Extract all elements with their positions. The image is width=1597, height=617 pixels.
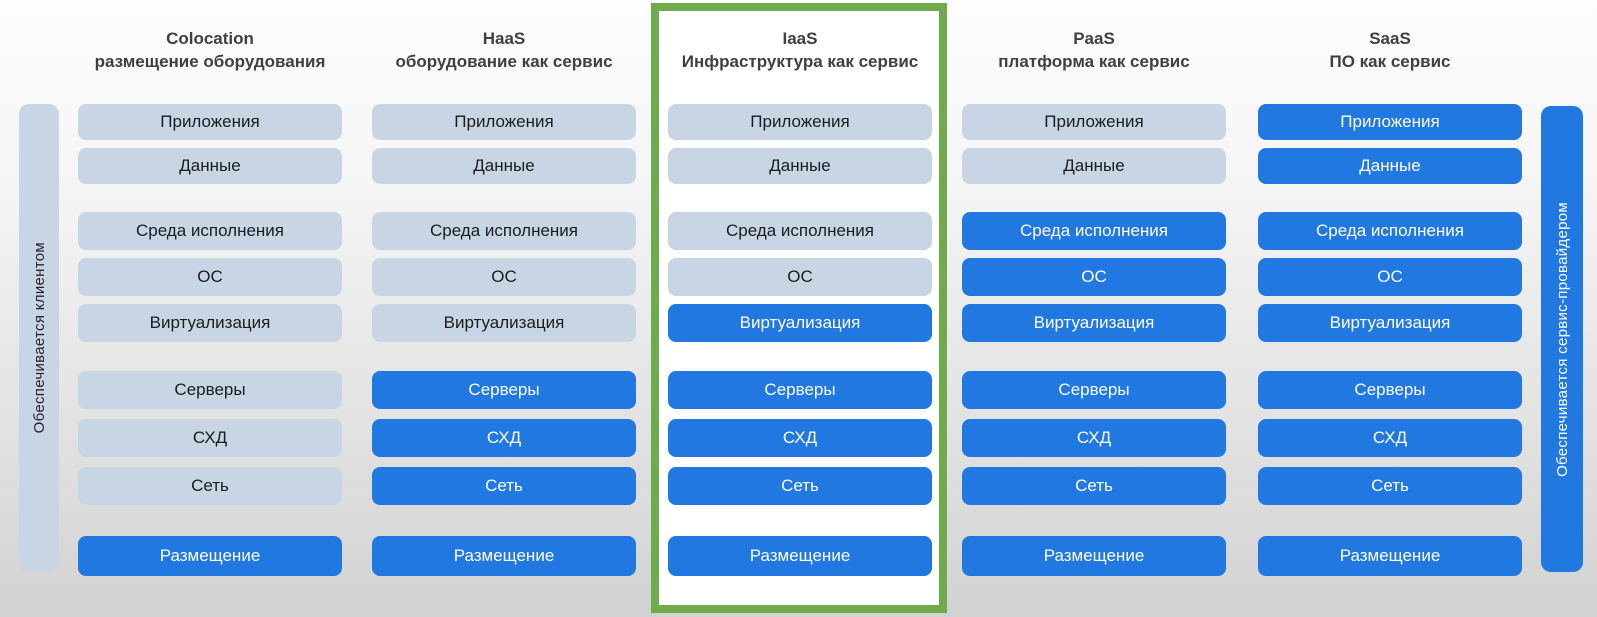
- layer-box-iaas-virtualization: Виртуализация: [668, 304, 932, 342]
- layer-box-paas-apps: Приложения: [962, 104, 1226, 140]
- layer-box-colocation-data: Данные: [78, 148, 342, 184]
- layer-box-paas-servers: Серверы: [962, 371, 1226, 409]
- column-title-haas: HaaS: [482, 29, 526, 48]
- layer-box-saas-apps: Приложения: [1258, 104, 1522, 140]
- layer-box-haas-network: Сеть: [372, 467, 636, 505]
- column-header-colocation: Colocation размещение оборудования: [95, 27, 326, 73]
- layer-box-colocation-placement: Размещение: [78, 536, 342, 576]
- column-subtitle-saas: ПО как сервис: [1329, 52, 1451, 71]
- layer-box-iaas-apps: Приложения: [668, 104, 932, 140]
- layer-box-iaas-network: Сеть: [668, 467, 932, 505]
- column-subtitle-haas: оборудование как сервис: [395, 52, 613, 71]
- column-header-saas: SaaS ПО как сервис: [1329, 27, 1450, 73]
- layer-box-saas-data: Данные: [1258, 148, 1522, 184]
- column-header-paas: PaaS платформа как сервис: [998, 27, 1189, 73]
- layer-box-haas-runtime: Среда исполнения: [372, 212, 636, 250]
- layer-box-saas-virtualization: Виртуализация: [1258, 304, 1522, 342]
- layer-box-haas-placement: Размещение: [372, 536, 636, 576]
- column-title-paas: PaaS: [1073, 29, 1115, 48]
- column-subtitle-paas: платформа как сервис: [998, 52, 1190, 71]
- column-header-iaas: IaaS Инфраструктура как сервис: [682, 27, 919, 73]
- layer-box-iaas-os: ОС: [668, 258, 932, 296]
- provider-responsibility-label: Обеспечивается сервис-провайдером: [1553, 201, 1571, 477]
- column-header-haas: HaaS оборудование как сервис: [395, 27, 612, 73]
- client-responsibility-bar: Обеспечивается клиентом: [19, 104, 59, 572]
- provider-responsibility-bar: Обеспечивается сервис-провайдером: [1541, 106, 1583, 572]
- layer-box-paas-network: Сеть: [962, 467, 1226, 505]
- layer-box-colocation-virtualization: Виртуализация: [78, 304, 342, 342]
- layer-box-saas-storage: СХД: [1258, 419, 1522, 457]
- layer-box-haas-virtualization: Виртуализация: [372, 304, 636, 342]
- column-subtitle-iaas: Инфраструктура как сервис: [681, 52, 919, 71]
- layer-box-saas-servers: Серверы: [1258, 371, 1522, 409]
- column-subtitle-colocation: размещение оборудования: [94, 52, 326, 71]
- layer-box-iaas-placement: Размещение: [668, 536, 932, 576]
- layer-box-paas-os: ОС: [962, 258, 1226, 296]
- layer-box-colocation-network: Сеть: [78, 467, 342, 505]
- layer-box-iaas-data: Данные: [668, 148, 932, 184]
- layer-box-colocation-apps: Приложения: [78, 104, 342, 140]
- layer-box-haas-data: Данные: [372, 148, 636, 184]
- client-responsibility-label: Обеспечивается клиентом: [30, 242, 48, 434]
- layer-box-saas-os: ОС: [1258, 258, 1522, 296]
- layer-box-saas-network: Сеть: [1258, 467, 1522, 505]
- layer-box-paas-placement: Размещение: [962, 536, 1226, 576]
- layer-box-paas-virtualization: Виртуализация: [962, 304, 1226, 342]
- layer-box-haas-servers: Серверы: [372, 371, 636, 409]
- layer-box-colocation-os: ОС: [78, 258, 342, 296]
- layer-box-haas-os: ОС: [372, 258, 636, 296]
- column-title-saas: SaaS: [1369, 29, 1411, 48]
- layer-box-paas-data: Данные: [962, 148, 1226, 184]
- layer-box-haas-apps: Приложения: [372, 104, 636, 140]
- column-title-iaas: IaaS: [782, 29, 818, 48]
- layer-box-paas-runtime: Среда исполнения: [962, 212, 1226, 250]
- column-title-colocation: Colocation: [166, 29, 254, 48]
- layer-box-haas-storage: СХД: [372, 419, 636, 457]
- layer-box-colocation-runtime: Среда исполнения: [78, 212, 342, 250]
- layer-box-saas-runtime: Среда исполнения: [1258, 212, 1522, 250]
- layer-box-iaas-servers: Серверы: [668, 371, 932, 409]
- layer-box-iaas-storage: СХД: [668, 419, 932, 457]
- layer-box-colocation-servers: Серверы: [78, 371, 342, 409]
- layer-box-iaas-runtime: Среда исполнения: [668, 212, 932, 250]
- layer-box-saas-placement: Размещение: [1258, 536, 1522, 576]
- layer-box-colocation-storage: СХД: [78, 419, 342, 457]
- layer-box-paas-storage: СХД: [962, 419, 1226, 457]
